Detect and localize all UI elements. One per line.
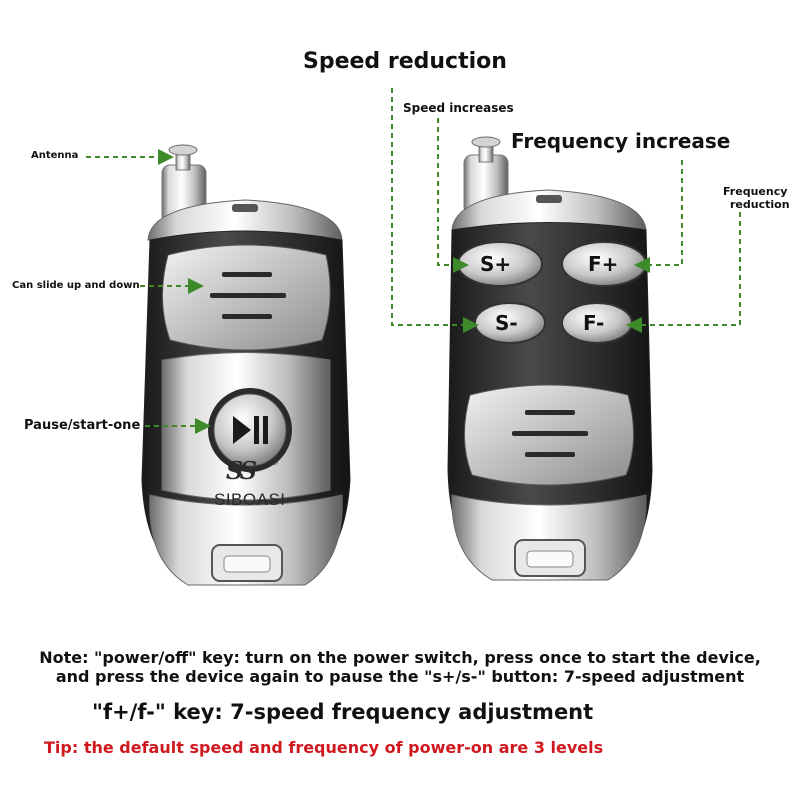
frequency-increase-label: Frequency increase [511,129,731,153]
pause-label: Pause/start-one [24,418,141,433]
antenna-tip [168,144,198,156]
f-minus-label[interactable]: F- [583,311,605,335]
note-line-1: Note: "power/off" key: turn on the power… [39,648,761,667]
frequency-reduction-label-1: Frequency [723,185,788,198]
brand-logo: SS [226,456,257,485]
frequency-reduction-label-2: reduction [730,198,790,211]
slide-label: Can slide up and down [12,280,140,291]
left-remote [141,144,351,586]
s-minus-label[interactable]: S- [495,311,518,335]
brand-name: SIBOASI [214,490,286,509]
s-plus-label[interactable]: S+ [480,252,512,276]
note-line-2: and press the device again to pause the … [55,667,745,686]
note-line-3: "f+/f-" key: 7-speed frequency adjustmen… [92,700,594,724]
pause-icon [254,416,259,444]
antenna-label: Antenna [31,150,79,161]
right-remote [447,136,653,581]
tip-text: Tip: the default speed and frequency of … [44,738,604,757]
annotation-arrows [86,88,741,434]
f-plus-label[interactable]: F+ [588,252,619,276]
play-icon [233,416,251,444]
speed-reduction-label: Speed reduction [303,49,507,74]
speed-increases-label: Speed increases [403,101,514,115]
registered-mark: ® [270,458,279,468]
